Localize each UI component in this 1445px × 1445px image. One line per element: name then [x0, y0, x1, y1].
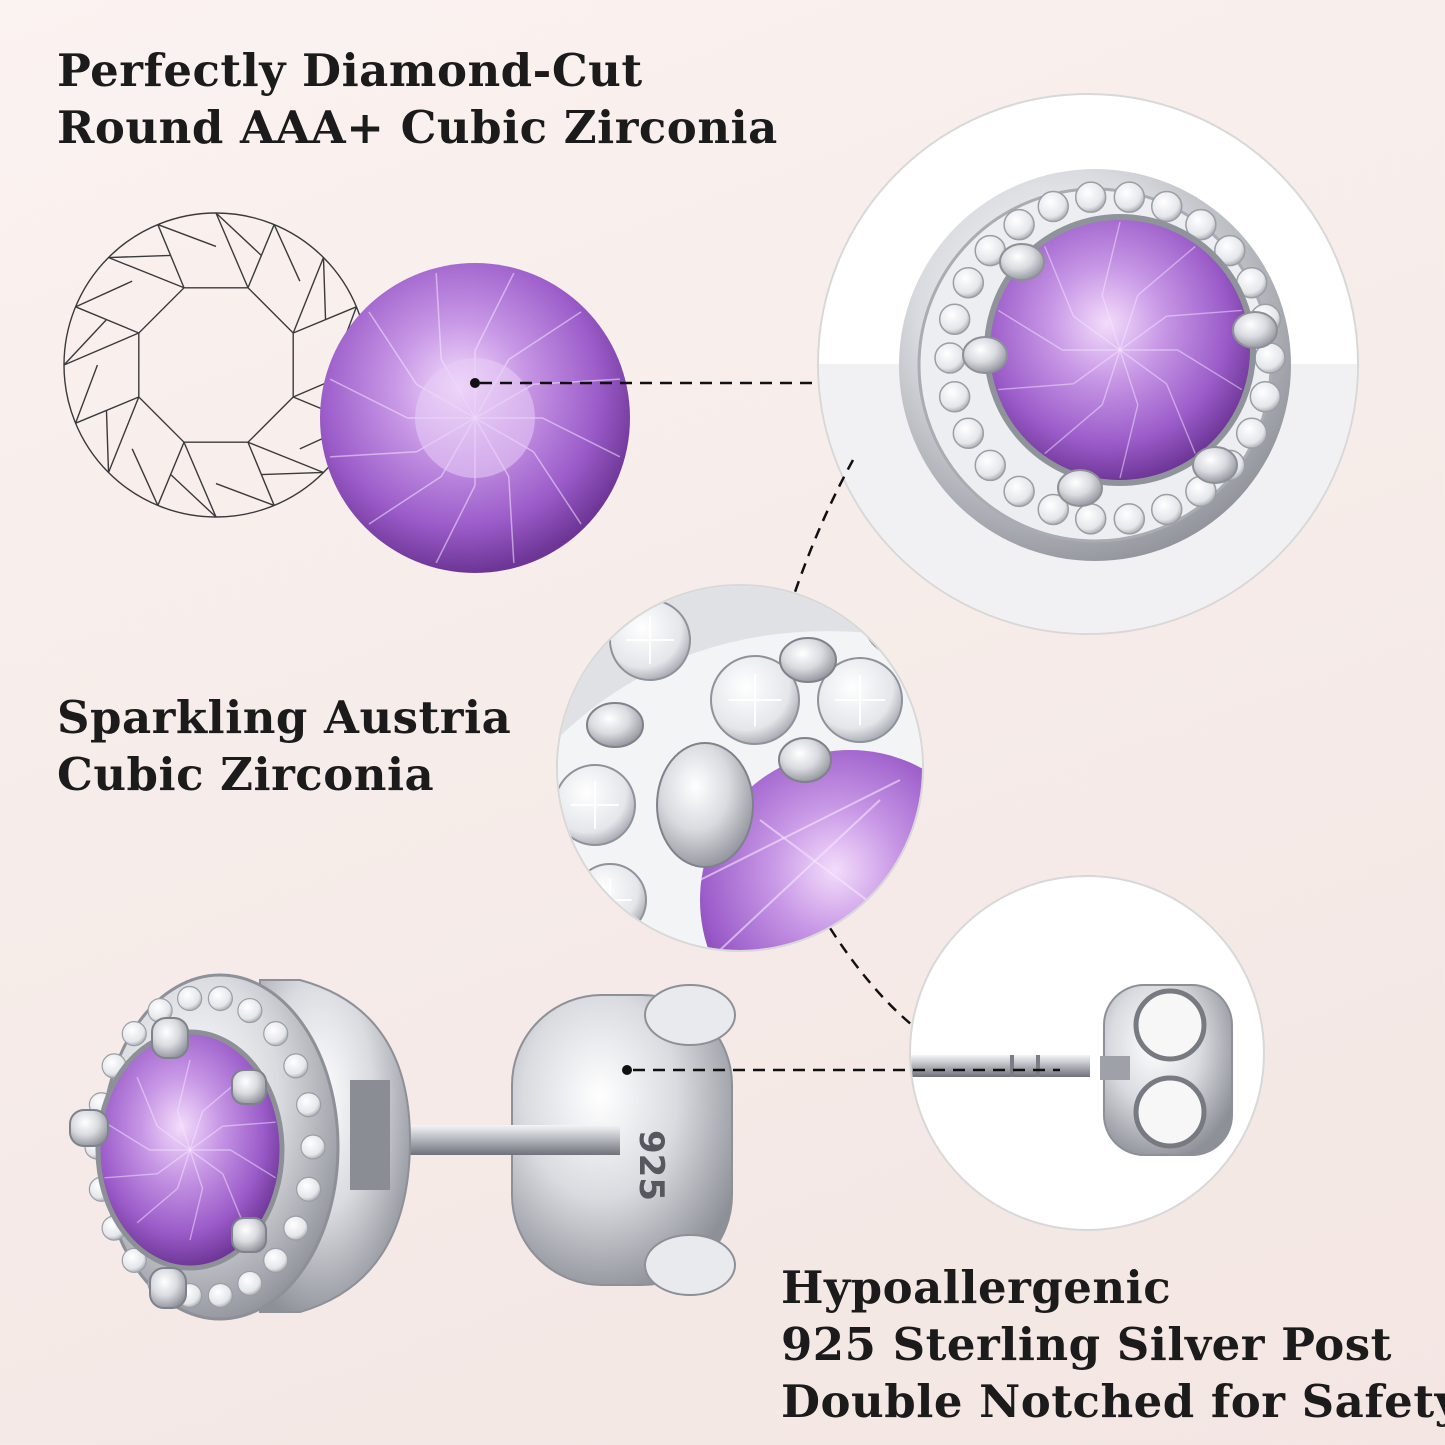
feature-cut-caption: Perfectly Diamond-Cut Round AAA+ Cubic Z…	[57, 42, 778, 156]
feature-sparkle-caption: Sparkling Austria Cubic Zirconia	[57, 689, 511, 803]
diamond-facet-diagram-icon	[63, 212, 369, 518]
feature-sparkle-line2: Cubic Zirconia	[57, 748, 435, 801]
earring-icon: 925	[69, 973, 736, 1321]
zoom-post-detail	[909, 875, 1265, 1231]
gem-icon	[320, 263, 630, 573]
feature-cut-line2: Round AAA+ Cubic Zirconia	[57, 101, 778, 154]
feature-post-caption: Hypoallergenic 925 Sterling Silver Post …	[781, 1259, 1445, 1430]
feature-sparkle-line1: Sparkling Austria	[57, 691, 512, 744]
feature-post-line1: Hypoallergenic	[781, 1261, 1172, 1314]
earring-back-icon	[1100, 984, 1233, 1156]
feature-cut-line1: Perfectly Diamond-Cut	[57, 44, 643, 97]
silver-stamp: 925	[631, 1130, 671, 1201]
feature-post-line2: 925 Sterling Silver Post	[781, 1318, 1392, 1371]
feature-post-line3: Double Notched for Safety	[781, 1375, 1445, 1428]
zoom-earring-face	[817, 93, 1359, 635]
